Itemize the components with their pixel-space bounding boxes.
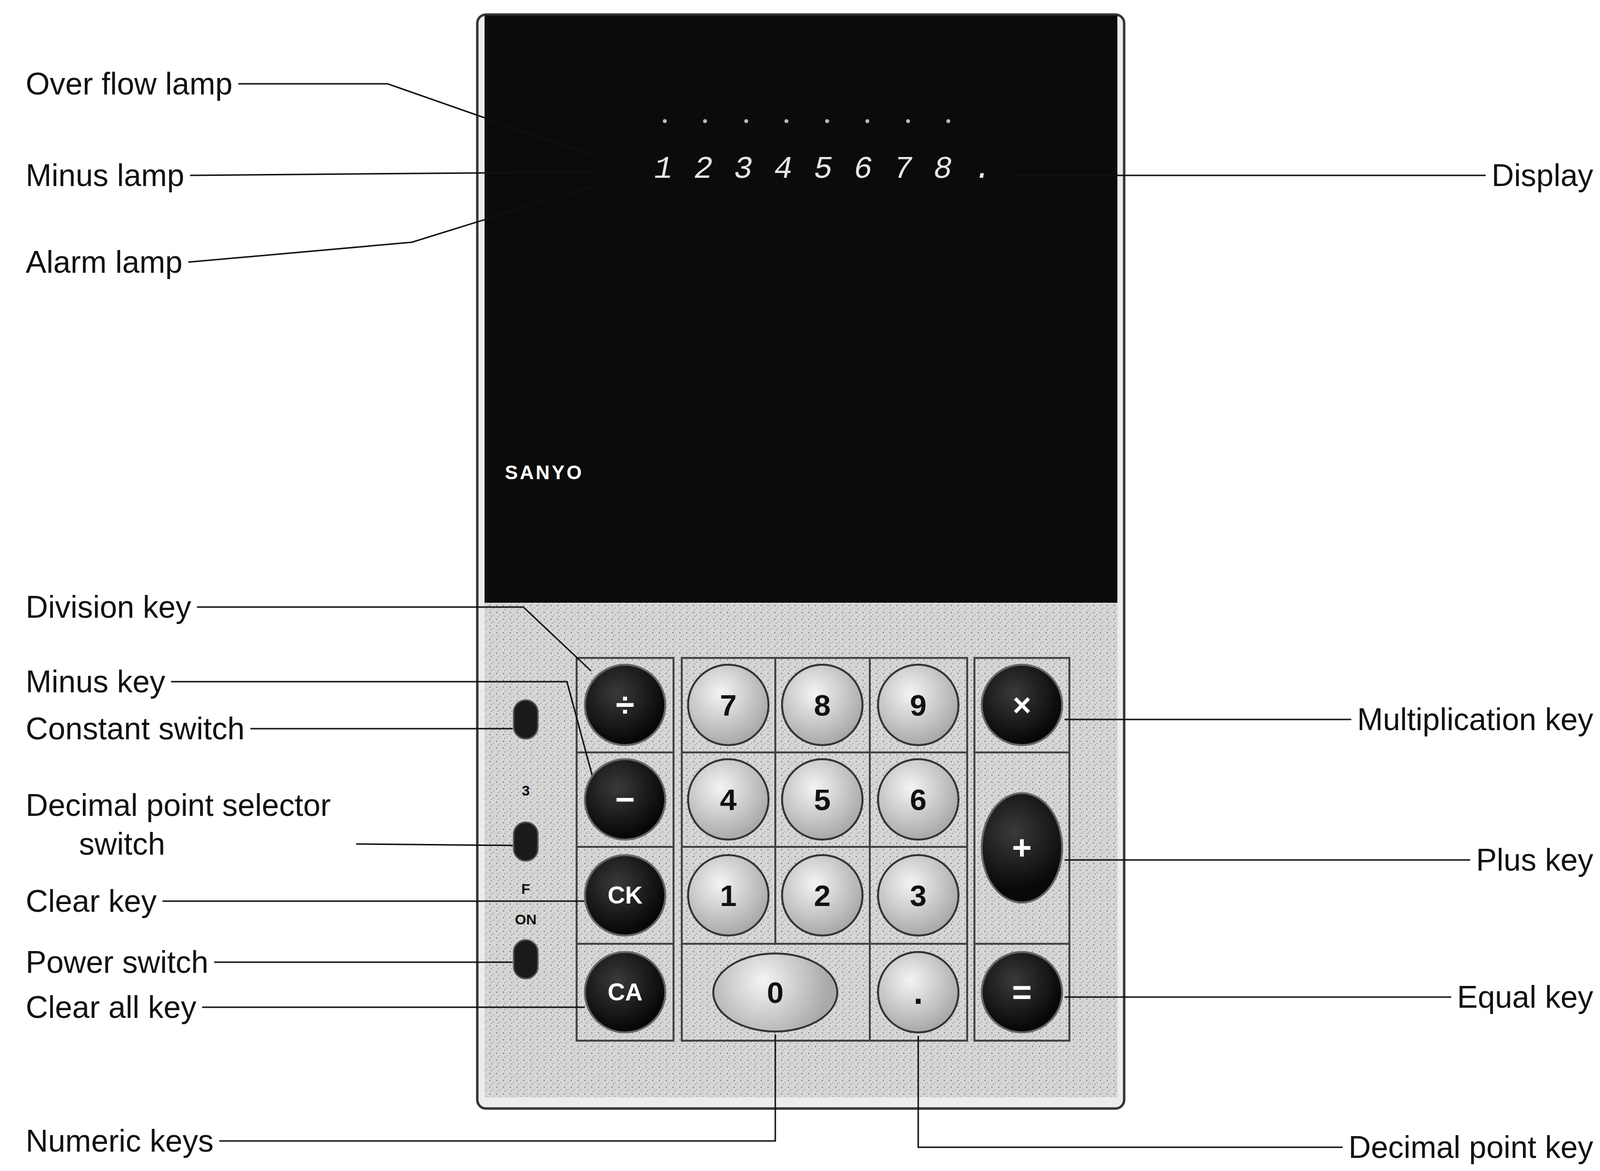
calculator-key: .: [877, 951, 960, 1034]
callout-label: Plus key: [1475, 840, 1594, 880]
switch-marking: ON: [515, 910, 537, 929]
switch-marking: F: [521, 879, 531, 899]
leader-line: [162, 900, 585, 903]
digit-dots: [662, 119, 951, 124]
calculator-key: 3: [877, 854, 960, 937]
calculator-key: ÷: [583, 663, 667, 747]
calculator-key: 2: [781, 854, 864, 937]
callout-label: Numeric keys: [25, 1121, 214, 1161]
calculator-key: 9: [877, 663, 960, 747]
calculator-key: +: [980, 792, 1064, 904]
callout-label: Power switch: [25, 942, 209, 982]
callout-label: Minus lamp: [25, 156, 185, 195]
key-legend: .: [913, 972, 923, 1012]
callout-label: Equal key: [1457, 977, 1594, 1017]
callout-label: Clear key: [25, 881, 157, 921]
calculator-key: 1: [687, 854, 770, 937]
key-legend: CA: [607, 978, 643, 1007]
key-legend: −: [615, 780, 636, 819]
leader-line: [250, 728, 513, 730]
key-legend: 1: [720, 878, 737, 913]
key-legend: +: [1012, 828, 1033, 868]
key-legend: CK: [607, 881, 643, 910]
key-legend: 3: [909, 878, 927, 913]
leader-line: [918, 1035, 1343, 1148]
slide-switches: [513, 700, 538, 979]
key-legend: 2: [814, 878, 831, 913]
key-legend: =: [1012, 972, 1033, 1012]
calculator-key: 5: [781, 758, 864, 841]
top-panel: [484, 15, 1118, 603]
leader-line: [1064, 996, 1452, 999]
leader-line: [1064, 859, 1471, 862]
key-legend: 9: [909, 688, 927, 723]
key-legend: 6: [909, 782, 927, 817]
calculator-key: =: [980, 951, 1064, 1034]
calculator-key: CA: [583, 951, 667, 1034]
key-legend: 5: [814, 782, 831, 817]
callout-label: Division key: [25, 587, 191, 627]
leader-line: [1012, 174, 1486, 177]
callout-label: Multiplication key: [1357, 700, 1594, 739]
calculator-key: 6: [877, 758, 960, 841]
switch-marking: 3: [521, 781, 531, 800]
callout-label: Decimal point selector switch: [25, 785, 351, 864]
callout-label: Minus key: [25, 662, 166, 702]
calculator-key: ×: [980, 663, 1064, 747]
leader-line: [189, 172, 592, 176]
leader-line: [219, 1034, 776, 1142]
key-legend: 8: [814, 688, 831, 723]
key-legend: ÷: [615, 685, 635, 725]
leader-line: [238, 83, 592, 156]
calculator-body: [477, 14, 1125, 1109]
key-legend: 4: [720, 782, 737, 817]
calculator-key: 7: [687, 663, 770, 747]
brand-logo: SANYO: [504, 460, 584, 485]
key-legend: 7: [720, 688, 737, 723]
leader-line: [202, 1006, 585, 1009]
key-grid: [576, 658, 1070, 1041]
leader-line: [188, 186, 592, 263]
calculator-key: −: [583, 758, 667, 841]
key-legend: 0: [767, 975, 784, 1010]
callout-label: Display: [1491, 156, 1594, 195]
display-digits: 12345678.: [654, 150, 1014, 189]
callout-label: Over flow lamp: [25, 64, 233, 104]
calculator-key: 0: [712, 952, 839, 1033]
calculator-key: CK: [583, 854, 667, 937]
callout-label: Clear all key: [25, 988, 197, 1027]
keypad-panel: [484, 600, 1118, 1098]
calculator-key: 8: [781, 663, 864, 747]
callout-label: Alarm lamp: [25, 242, 183, 282]
callout-label: Decimal point key: [1348, 1128, 1594, 1167]
leader-line: [196, 607, 592, 672]
calculator-key: 4: [687, 758, 770, 841]
leader-line: [356, 844, 513, 846]
leader-line: [1064, 719, 1352, 721]
key-legend: ×: [1012, 686, 1032, 724]
callout-label: Constant switch: [25, 709, 245, 749]
leader-line: [214, 961, 513, 964]
